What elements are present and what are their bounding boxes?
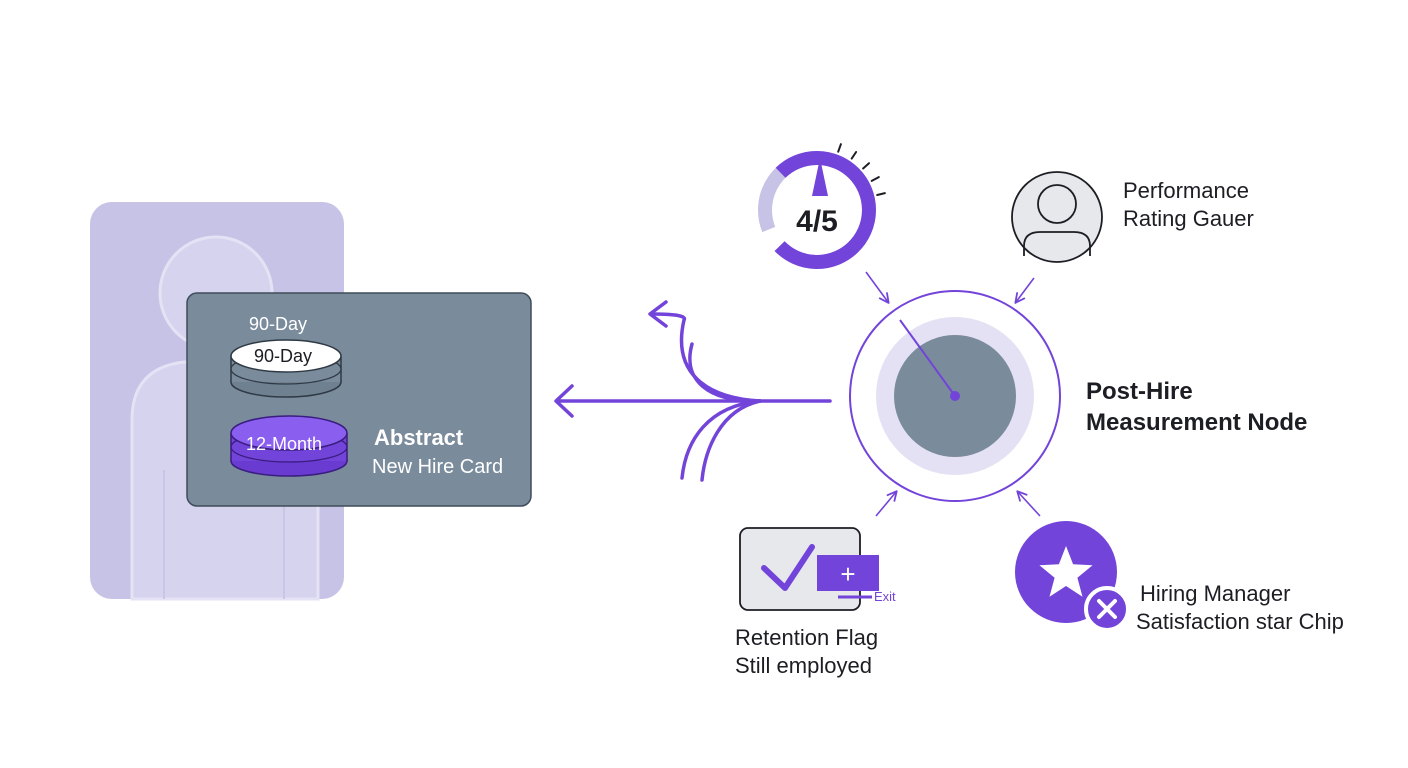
- retention-label: Retention Flag Still employed: [735, 624, 878, 679]
- new-hire-card[interactable]: [186, 292, 532, 507]
- satisfaction-star-chip[interactable]: [1015, 521, 1130, 632]
- plus-icon: +: [840, 559, 855, 589]
- satisfaction-label-line1: Hiring Manager: [1140, 581, 1291, 606]
- performance-label-line2: Rating Gauer: [1123, 205, 1254, 231]
- node-to-satisfaction-arrow: [1016, 490, 1041, 517]
- gauge-fill: [774, 150, 876, 269]
- node-label: Post-Hire Measurement Node: [1086, 376, 1307, 438]
- gauge-needle: [812, 158, 828, 196]
- retention-label-line2: Still employed: [735, 652, 872, 678]
- gauge-tick: [862, 162, 870, 170]
- node-label-line1: Post-Hire: [1086, 378, 1193, 405]
- rating-gauge: 4/5: [758, 143, 886, 269]
- upper-branch-head: [648, 300, 668, 328]
- lower-inner-branch: [700, 399, 762, 482]
- disc-90-day-label: 90-Day: [254, 346, 313, 366]
- user-avatar-icon: [1011, 171, 1103, 263]
- node-needle: [899, 319, 956, 397]
- upper-inner-branch: [688, 342, 762, 403]
- satisfaction-label-line2: Satisfaction star Chip: [1136, 608, 1344, 634]
- card-subtitle: New Hire Card: [372, 456, 504, 478]
- avatar-to-node-arrow: [1014, 277, 1035, 304]
- star-icon: [1039, 546, 1093, 597]
- performance-label-line1: Performance: [1123, 178, 1249, 203]
- performance-label: Performance Rating Gauer: [1123, 177, 1254, 232]
- gauge-tick: [870, 176, 880, 182]
- gauge-to-node-arrow: [865, 271, 890, 304]
- gauge-tick: [837, 143, 842, 153]
- gauge-value-label: 4/5: [796, 205, 838, 238]
- gauge-tick: [876, 192, 886, 196]
- upper-branch-line: [650, 312, 762, 403]
- disc-stack-90-day: [230, 339, 342, 398]
- gauge-ticks: [837, 143, 886, 196]
- satisfaction-label: Hiring Manager Satisfaction star Chip: [1136, 580, 1344, 635]
- branch-arrows: [554, 300, 832, 482]
- post-hire-measurement-node[interactable]: [849, 290, 1061, 502]
- retention-label-line1: Retention Flag: [735, 625, 879, 650]
- card-top-caption: 90-Day: [249, 314, 308, 334]
- node-label-line2: Measurement Node: [1086, 409, 1308, 437]
- checkmark-icon: [761, 544, 815, 591]
- retention-flag: + Exit: [739, 527, 896, 611]
- main-arrow-head: [554, 384, 574, 418]
- lower-branch-line: [680, 399, 762, 480]
- node-to-retention-arrow: [875, 490, 898, 517]
- exit-label: Exit: [874, 589, 896, 604]
- node-center-dot: [950, 391, 960, 401]
- exit-tab: [817, 555, 879, 591]
- gauge-tick: [850, 151, 858, 160]
- performance-avatar: [1011, 171, 1103, 263]
- disc-stack-12-month: [230, 415, 348, 477]
- card-title: Abstract: [374, 425, 464, 450]
- disc-12-month-label: 12-Month: [246, 434, 323, 454]
